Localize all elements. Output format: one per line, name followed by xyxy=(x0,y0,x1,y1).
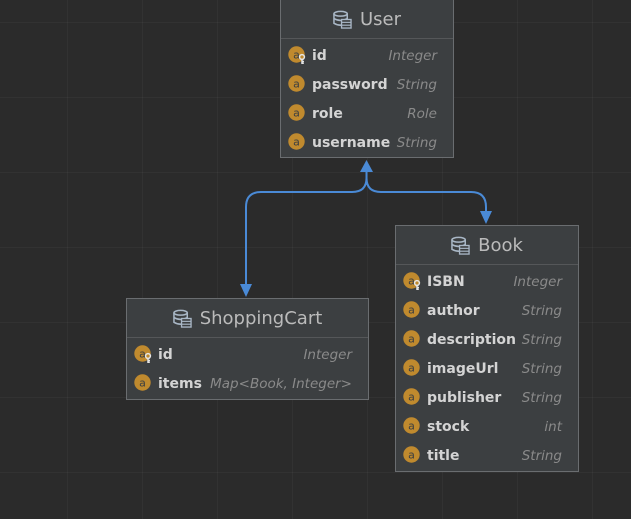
field-type: Map<Book, Integer> xyxy=(210,375,352,392)
field-name: description xyxy=(427,331,516,348)
field-name: author xyxy=(427,302,480,319)
shoppingcart-arrowhead xyxy=(240,284,252,297)
field-name: title xyxy=(427,447,460,464)
field-name: imageUrl xyxy=(427,360,499,377)
svg-text:a: a xyxy=(293,77,300,90)
field-type: String xyxy=(521,360,562,377)
field-row[interactable]: a publisher String xyxy=(396,383,578,412)
field-type: String xyxy=(521,389,562,406)
svg-text:a: a xyxy=(408,390,415,403)
field-name: role xyxy=(312,105,343,122)
edge-user-book[interactable] xyxy=(365,172,487,212)
field-type: Role xyxy=(407,105,437,122)
svg-text:a: a xyxy=(293,48,300,61)
primary-key-field-icon: a xyxy=(134,345,152,363)
primary-key-field-icon: a xyxy=(288,46,306,64)
field-type: String xyxy=(396,134,437,151)
field-type: Integer xyxy=(513,273,562,290)
svg-text:a: a xyxy=(139,347,146,360)
field-row[interactable]: a ISBN Integer xyxy=(396,267,578,296)
svg-text:a: a xyxy=(408,419,415,432)
field-type: String xyxy=(521,331,562,348)
entity-title: ShoppingCart xyxy=(199,307,323,329)
field-icon: a xyxy=(403,417,420,434)
field-name: username xyxy=(312,134,391,151)
field-name: ISBN xyxy=(427,273,465,290)
field-row[interactable]: a password String xyxy=(281,70,453,99)
entity-title: User xyxy=(359,8,402,30)
field-name: publisher xyxy=(427,389,502,406)
field-name: password xyxy=(312,76,388,93)
edge-user-shoppingcart[interactable] xyxy=(245,172,368,285)
primary-key-field-icon: a xyxy=(403,272,421,290)
book-arrowhead xyxy=(480,211,492,224)
field-icon: a xyxy=(403,359,420,376)
svg-text:a: a xyxy=(293,106,300,119)
field-name: items xyxy=(158,375,202,392)
database-table-icon xyxy=(172,309,192,328)
field-icon: a xyxy=(403,388,420,405)
field-icon: a xyxy=(134,374,151,391)
svg-text:a: a xyxy=(293,135,300,148)
entity-title: Book xyxy=(478,234,523,256)
svg-text:a: a xyxy=(408,303,415,316)
field-icon: a xyxy=(403,301,420,318)
field-icon: a xyxy=(288,75,305,92)
user-arrowhead xyxy=(360,160,373,172)
field-row[interactable]: a description String xyxy=(396,325,578,354)
entity-header: Book xyxy=(396,226,578,265)
field-row[interactable]: a imageUrl String xyxy=(396,354,578,383)
field-type: String xyxy=(396,76,437,93)
entity-header: User xyxy=(281,0,453,39)
database-table-icon xyxy=(333,10,352,29)
field-name: id xyxy=(158,346,173,363)
database-table-icon xyxy=(451,236,470,255)
svg-text:a: a xyxy=(408,332,415,345)
field-type: Integer xyxy=(388,47,437,64)
field-name: id xyxy=(312,47,327,64)
entity-header: ShoppingCart xyxy=(127,299,368,338)
field-name: stock xyxy=(427,418,470,435)
svg-text:a: a xyxy=(408,361,415,374)
field-icon: a xyxy=(288,104,305,121)
field-icon: a xyxy=(403,330,420,347)
svg-text:a: a xyxy=(408,448,415,461)
svg-text:a: a xyxy=(408,274,415,287)
field-type: int xyxy=(544,418,562,435)
field-type: String xyxy=(521,302,562,319)
field-type: String xyxy=(521,447,562,464)
field-type: Integer xyxy=(303,346,352,363)
field-icon: a xyxy=(403,446,420,463)
field-icon: a xyxy=(288,133,305,150)
svg-text:a: a xyxy=(139,376,146,389)
field-row[interactable]: a username String xyxy=(281,128,453,157)
